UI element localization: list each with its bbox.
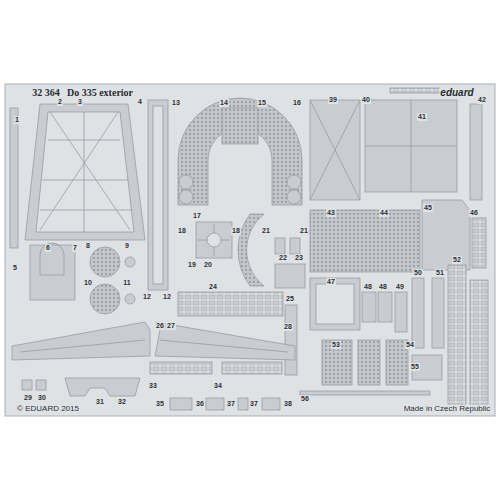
etched-parts: [10, 88, 488, 410]
callout-number: 22: [278, 254, 288, 262]
callout-number: 38: [283, 400, 293, 408]
callout-number: 37: [249, 400, 259, 408]
callout-number: 1: [14, 116, 20, 124]
callout-number: 30: [37, 394, 47, 402]
callout-number: 49: [395, 283, 405, 291]
callout-number: 2: [57, 98, 63, 106]
brand-logo: eduard: [439, 87, 474, 98]
callout-number: 31: [95, 398, 105, 406]
callout-number: 9: [124, 242, 130, 250]
callout-number: 12: [162, 293, 172, 301]
callout-number: 16: [292, 99, 302, 107]
fret-imprint: Made in Czech Republic: [403, 405, 492, 414]
fret-plate: [5, 84, 495, 416]
callout-number: 34: [213, 382, 223, 390]
callout-number: 42: [477, 96, 487, 104]
callout-number: 54: [405, 341, 415, 349]
callout-number: 26: [155, 322, 165, 330]
callout-number: 35: [155, 400, 165, 408]
callout-number: 27: [166, 322, 176, 330]
callout-number: 45: [423, 204, 433, 212]
callout-number: 40: [361, 96, 371, 104]
callout-number: 19: [187, 261, 197, 269]
callout-number: 5: [12, 264, 18, 272]
callout-number: 18: [177, 227, 187, 235]
callout-number: 48: [363, 283, 373, 291]
callout-number: 28: [283, 323, 293, 331]
callout-number: 32: [117, 398, 127, 406]
callout-number: 10: [83, 279, 93, 287]
callout-number: 4: [137, 98, 143, 106]
callout-number: 15: [257, 99, 267, 107]
callout-number: 21: [299, 227, 309, 235]
callout-number: 44: [379, 209, 389, 217]
callout-number: 20: [203, 261, 213, 269]
fret-imprint: © EDUARD 2015: [16, 405, 80, 414]
callout-number: 29: [23, 394, 33, 402]
callout-number: 12: [142, 293, 152, 301]
callout-number: 11: [122, 279, 131, 287]
callout-number: 37: [226, 400, 236, 408]
callout-number: 46: [469, 209, 479, 217]
callout-number: 51: [435, 269, 445, 277]
callout-number: 3: [77, 98, 83, 106]
callout-number: 21: [261, 227, 271, 235]
callout-number: 39: [328, 96, 338, 104]
callout-number: 55: [410, 363, 420, 371]
callout-number: 43: [326, 209, 336, 217]
callout-number: 56: [300, 395, 310, 403]
callout-number: 23: [294, 254, 304, 262]
callout-number: 50: [413, 269, 423, 277]
callout-number: 25: [285, 295, 295, 303]
callout-number: 8: [85, 242, 91, 250]
callout-number: 52: [452, 256, 462, 264]
fret-title: Do 335 exterior: [66, 87, 134, 98]
callout-number: 17: [192, 212, 202, 220]
callout-number: 48: [378, 283, 388, 291]
callout-number: 47: [326, 278, 336, 286]
callout-number: 14: [219, 99, 229, 107]
callout-number: 13: [171, 99, 181, 107]
callout-number: 33: [148, 382, 158, 390]
callout-number: 6: [45, 244, 51, 252]
callout-number: 36: [195, 400, 205, 408]
callout-number: 41: [417, 113, 427, 121]
callout-number: 18: [231, 227, 241, 235]
fret-title: 32 364: [31, 87, 61, 98]
callout-number: 24: [208, 283, 218, 291]
callout-number: 7: [72, 244, 78, 252]
callout-number: 53: [331, 341, 341, 349]
